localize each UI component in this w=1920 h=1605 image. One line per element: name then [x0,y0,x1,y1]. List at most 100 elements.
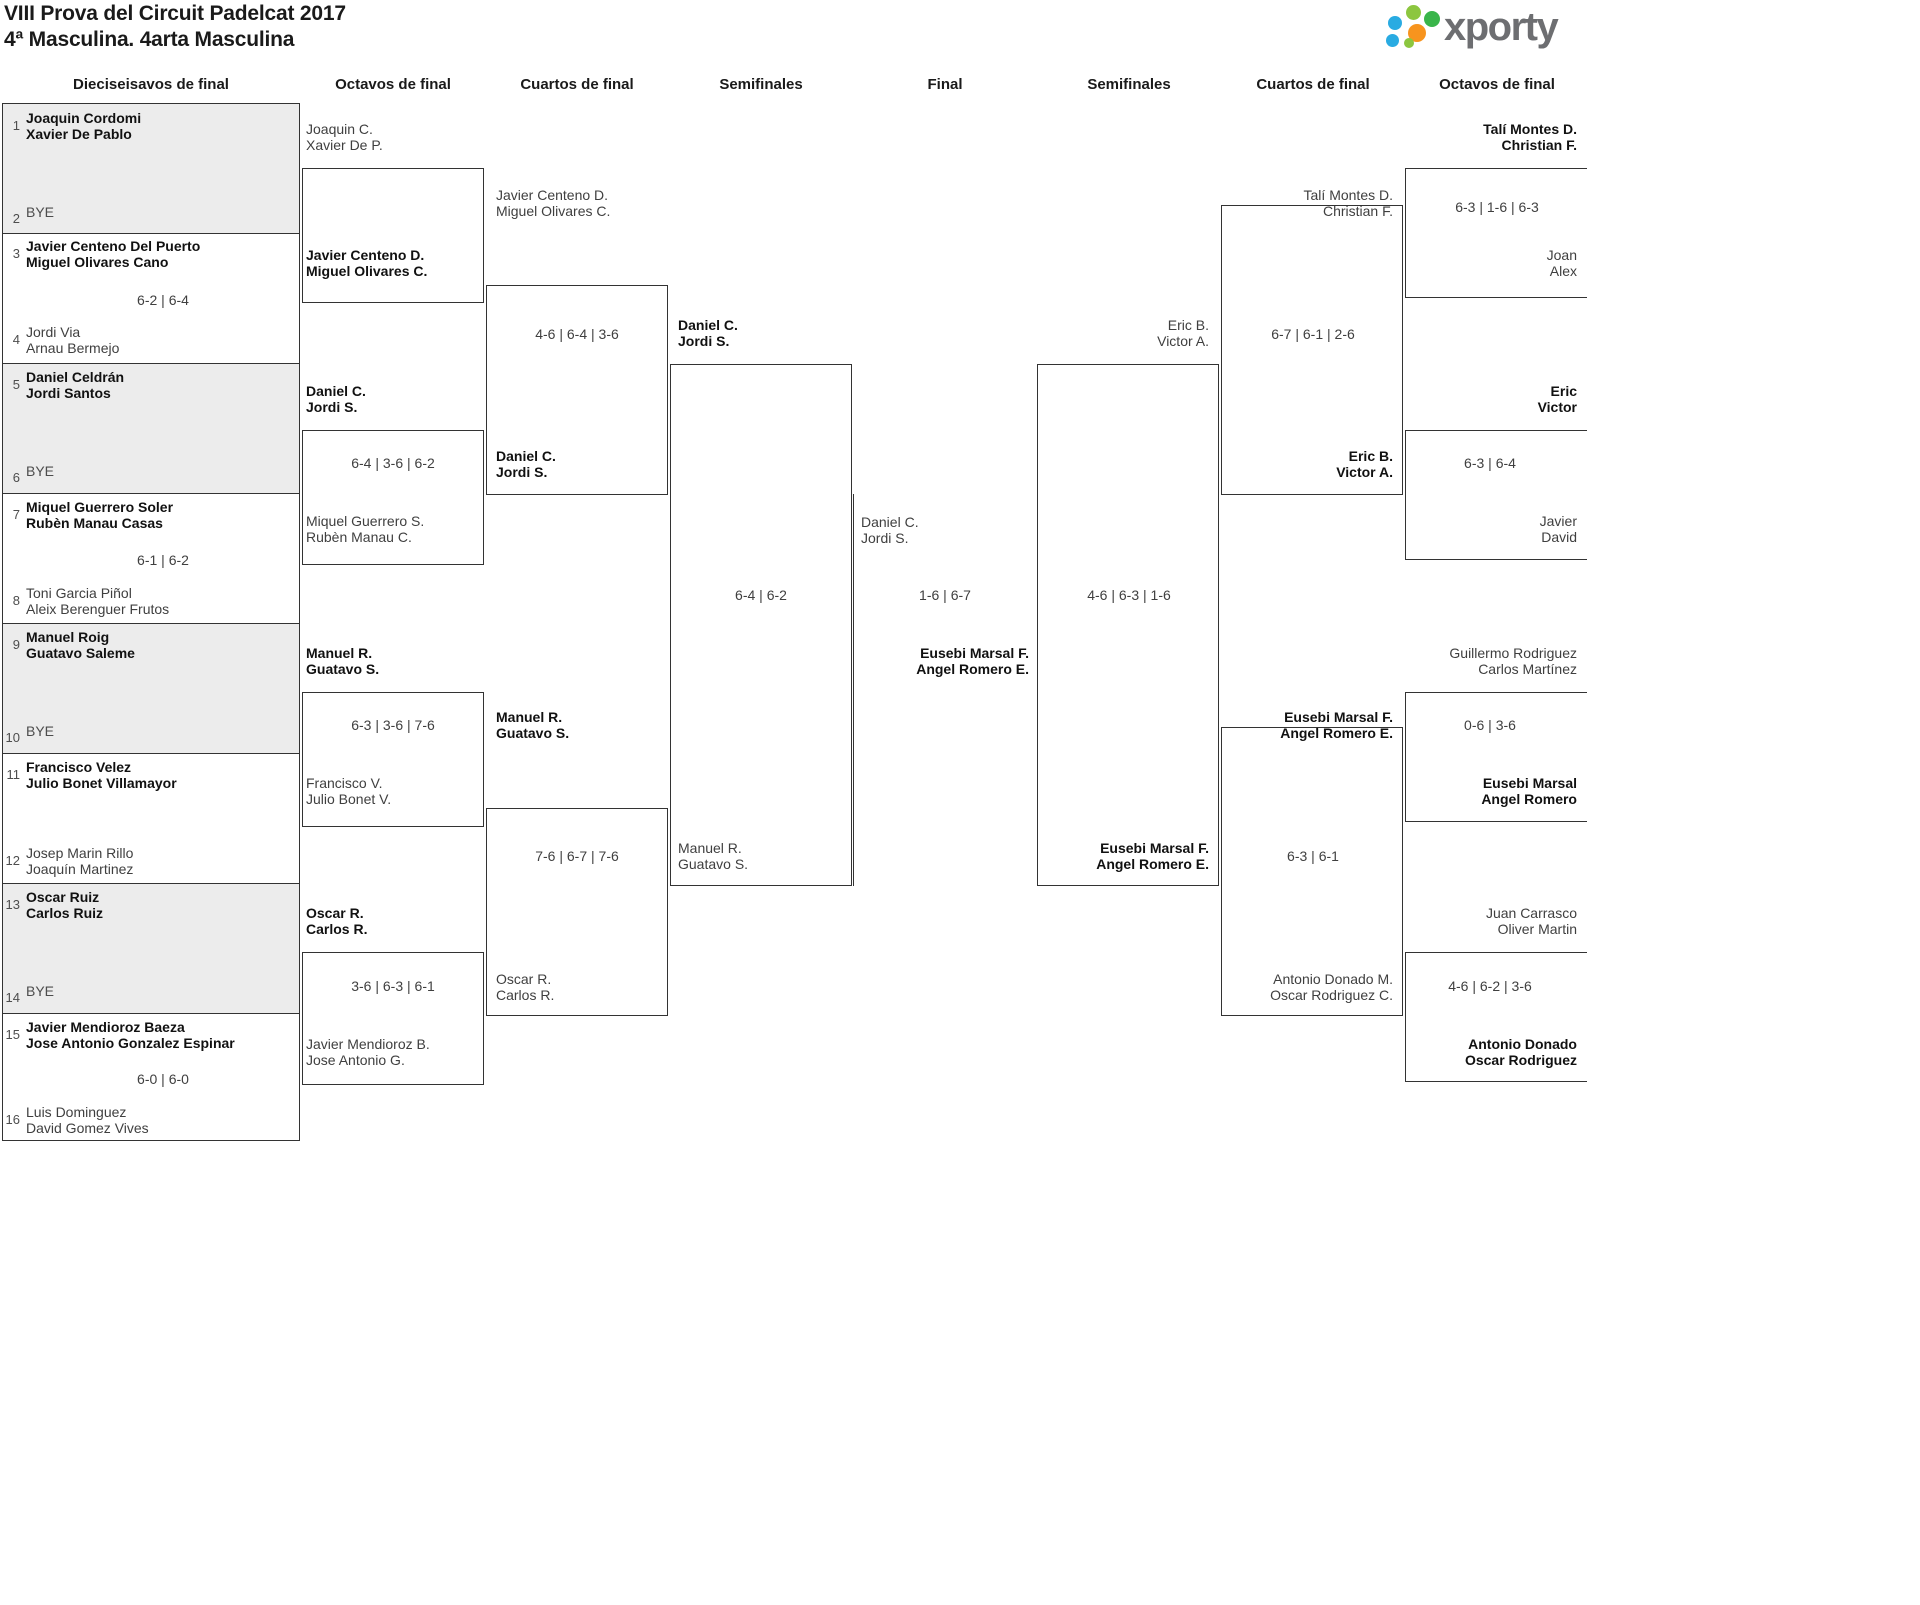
player-1: Javier Mendioroz B. [306,1036,430,1052]
cuartos-right-entry-2[interactable]: Eric B. Victor A. [1221,448,1393,480]
seed-entry-7[interactable]: 7 Miquel Guerrero Soler Rubèn Manau Casa… [2,499,173,531]
logo-dots-icon [1384,5,1440,49]
player-1: Eric [1550,383,1577,399]
cuartos-right-entry-1[interactable]: Talí Montes D. Christian F. [1221,187,1393,219]
seed-entry-3[interactable]: 3 Javier Centeno Del Puerto Miguel Oliva… [2,238,201,270]
octavos-left-entry-7[interactable]: Oscar R. Carlos R. [306,905,367,937]
seed-box-6[interactable] [2,753,300,883]
bye-label: BYE [26,204,55,220]
round-header-final: Final [927,76,963,93]
player-2: Christian F. [1501,137,1577,153]
player-2: Miguel Olivares C. [496,203,611,219]
octavos-right-entry-7[interactable]: Juan Carrasco Oliver Martin [1405,905,1577,937]
cuartos-right-entry-4[interactable]: Antonio Donado M. Oscar Rodriguez C. [1221,971,1393,1003]
octavos-left-bracket-4 [302,952,484,1085]
seed-box-5[interactable] [2,623,300,753]
seed-entry-15[interactable]: 15 Javier Mendioroz Baeza Jose Antonio G… [2,1019,235,1051]
octavos-left-entry-5[interactable]: Manuel R. Guatavo S. [306,645,379,677]
player-2: Guatavo S. [496,725,570,741]
match-score-4: 6-1 | 6-2 [137,552,189,568]
cuartos-left-score-2: 7-6 | 6-7 | 7-6 [535,848,619,864]
seed-entry-2[interactable]: 2 BYE [2,203,54,226]
seed-entry-6[interactable]: 6 BYE [2,462,54,485]
semis-left-entry-2[interactable]: Manuel R. Guatavo S. [678,840,748,872]
player-2: Xavier De P. [306,137,383,153]
octavos-left-score-3: 3-6 | 6-3 | 6-1 [351,978,435,994]
octavos-left-entry-6[interactable]: Francisco V. Julio Bonet V. [306,775,391,807]
octavos-right-entry-3[interactable]: Eric Victor [1405,383,1577,415]
player-2: Jordi S. [678,333,730,349]
octavos-left-entry-2[interactable]: Javier Centeno D. Miguel Olivares C. [306,247,427,279]
seed-number: 11 [6,767,21,782]
player-1: Eusebi Marsal [1482,775,1577,791]
seed-box-3[interactable] [2,363,300,493]
seed-entry-8[interactable]: 8 Toni Garcia Piñol Aleix Berenguer Frut… [2,585,169,617]
octavos-right-entry-8[interactable]: Antonio Donado Oscar Rodriguez [1405,1036,1577,1068]
player-2: Guatavo S. [306,661,380,677]
seed-box-8[interactable] [2,1013,300,1141]
seed-box-1[interactable] [2,103,300,233]
octavos-right-entry-5[interactable]: Guillermo Rodriguez Carlos Martínez [1405,645,1577,677]
seed-box-4[interactable] [2,493,300,623]
seed-number: 7 [12,507,20,522]
octavos-left-bracket-3 [302,692,484,827]
cuartos-left-entry-1[interactable]: Javier Centeno D. Miguel Olivares C. [496,187,610,219]
octavos-left-entry-8[interactable]: Javier Mendioroz B. Jose Antonio G. [306,1036,430,1068]
seed-entry-1[interactable]: 1 Joaquin Cordomi Xavier De Pablo [2,110,141,142]
octavos-right-entry-1[interactable]: Talí Montes D. Christian F. [1405,121,1577,153]
player-1: Daniel Celdrán [26,369,125,385]
xporty-logo[interactable]: xporty [1384,4,1559,50]
seed-number: 1 [12,118,20,133]
seed-entry-12[interactable]: 12 Josep Marin Rillo Joaquín Martinez [2,845,134,877]
round-header-semifinales-left: Semifinales [719,76,803,93]
player-1: Talí Montes D. [1303,187,1393,203]
final-left-entry[interactable]: Daniel C. Jordi S. [861,514,919,546]
player-2: Miguel Olivares Cano [26,254,169,270]
player-2: Julio Bonet Villamayor [26,775,177,791]
octavos-right-entry-4[interactable]: Javier David [1405,513,1577,545]
seed-entry-5[interactable]: 5 Daniel Celdrán Jordi Santos [2,369,124,401]
player-2: David [1541,529,1577,545]
cuartos-right-entry-3[interactable]: Eusebi Marsal F. Angel Romero E. [1221,709,1393,741]
seed-number: 9 [12,637,20,652]
seed-box-7[interactable] [2,883,300,1013]
player-2: Carlos R. [306,921,368,937]
player-2: Oliver Martin [1497,921,1577,937]
octavos-left-entry-1[interactable]: Joaquin C. Xavier De P. [306,121,383,153]
cuartos-left-entry-3[interactable]: Manuel R. Guatavo S. [496,709,569,741]
player-2: Rubèn Manau C. [306,529,412,545]
seed-number: 8 [12,593,20,608]
seed-entry-11[interactable]: 11 Francisco Velez Julio Bonet Villamayo… [2,759,177,791]
seed-names: Luis Dominguez David Gomez Vives [26,1104,149,1136]
player-1: Joan [1546,247,1577,263]
bye-label: BYE [26,983,55,999]
player-2: Angel Romero E. [916,661,1029,677]
semis-right-entry-2[interactable]: Eusebi Marsal F. Angel Romero E. [1037,840,1209,872]
octavos-right-entry-2[interactable]: Joan Alex [1405,247,1577,279]
player-2: Miguel Olivares C. [306,263,428,279]
seed-names: Javier Centeno Del Puerto Miguel Olivare… [26,238,200,270]
seed-entry-9[interactable]: 9 Manuel Roig Guatavo Saleme [2,629,135,661]
seed-entry-4[interactable]: 4 Jordi Via Arnau Bermejo [2,324,120,356]
cuartos-left-entry-4[interactable]: Oscar R. Carlos R. [496,971,554,1003]
semis-right-entry-1[interactable]: Eric B. Victor A. [1037,317,1209,349]
seed-entry-16[interactable]: 16 Luis Dominguez David Gomez Vives [2,1104,149,1136]
final-right-entry[interactable]: Eusebi Marsal F. Angel Romero E. [857,645,1029,677]
seed-names: Josep Marin Rillo Joaquín Martinez [26,845,133,877]
seed-names: Joaquin Cordomi Xavier De Pablo [26,110,141,142]
octavos-right-entry-6[interactable]: Eusebi Marsal Angel Romero [1405,775,1577,807]
cuartos-left-entry-2[interactable]: Daniel C. Jordi S. [496,448,556,480]
player-2: Victor A. [1157,333,1209,349]
seed-entry-13[interactable]: 13 Oscar Ruiz Carlos Ruiz [2,889,103,921]
player-1: Manuel R. [496,709,563,725]
octavos-left-entry-4[interactable]: Miquel Guerrero S. Rubèn Manau C. [306,513,424,545]
seed-entry-10[interactable]: 10 BYE [2,722,54,745]
octavos-right-bracket-4 [1405,952,1587,1082]
seed-box-2[interactable] [2,233,300,363]
cuartos-right-bracket-1 [1221,205,1403,495]
semis-left-entry-1[interactable]: Daniel C. Jordi S. [678,317,738,349]
logo-wordmark: xporty [1444,5,1559,49]
seed-entry-14[interactable]: 14 BYE [2,982,54,1005]
octavos-left-entry-3[interactable]: Daniel C. Jordi S. [306,383,366,415]
player-1: Daniel C. [306,383,366,399]
